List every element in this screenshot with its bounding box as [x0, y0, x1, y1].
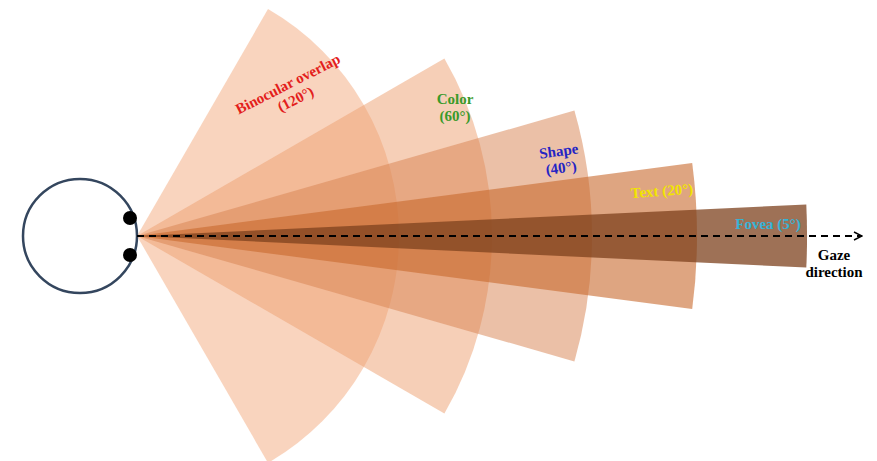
eye — [123, 248, 137, 262]
field-label: Color (60°) — [420, 91, 490, 126]
head-outline — [23, 179, 137, 293]
gaze-arrow — [137, 235, 862, 237]
field-label: Fovea (5°) — [718, 216, 818, 233]
gaze-label: Gaze direction — [798, 247, 870, 282]
eye — [123, 211, 137, 225]
